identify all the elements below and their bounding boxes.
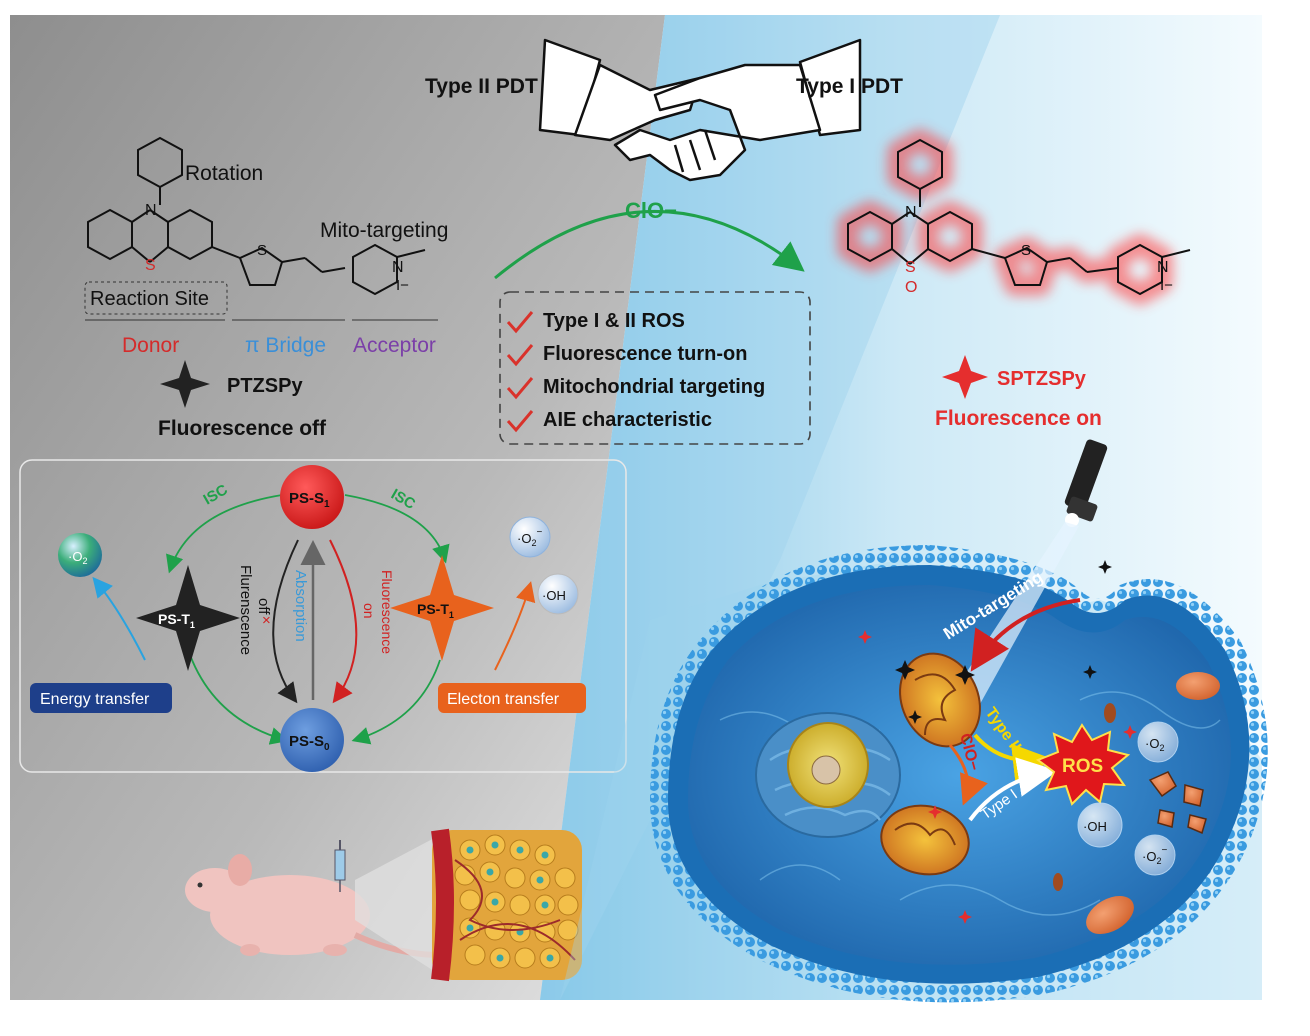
energy-transfer-pill: [30, 683, 172, 713]
type1-arrow: [968, 757, 1058, 822]
mito-targeting-arrow: [970, 598, 1081, 672]
fluor-on-line1: Fluorescence: [379, 570, 395, 654]
energy-transfer-label: Energy transfer: [40, 691, 150, 708]
cell-interior: [688, 585, 1231, 965]
feature-checks: [506, 311, 534, 433]
hydroxyl-label: ·OH: [542, 588, 566, 603]
damaged-mitochondria: [1148, 771, 1207, 835]
t1-right-to-s0-arrow: [351, 659, 441, 745]
isc-right-arrow: [344, 494, 450, 564]
right-atom-n: N: [905, 204, 917, 221]
fluorescence-on-arrow: [329, 539, 358, 704]
mitochondrion-lower: [880, 804, 970, 876]
ros-label: ROS: [1062, 756, 1103, 777]
cell-superoxide-label: ·O2−: [1142, 845, 1167, 866]
fluorescence-on-label: Fluorescence on: [935, 407, 1102, 430]
right-atom-s: S: [905, 259, 916, 276]
sparkle-stars: [895, 560, 1112, 724]
left-atom-s: S: [145, 257, 156, 274]
superoxide-bubble: [509, 516, 551, 558]
clo-oxidation-arrow: [948, 744, 988, 806]
feature-item-1: Fluorescence turn-on: [543, 343, 747, 365]
ps-t1-right-label: PS-T1: [417, 601, 454, 620]
singlet-oxygen-bubble: [58, 533, 102, 577]
right-atom-s-thiophene: S: [1021, 242, 1031, 259]
red-star-icon: [942, 355, 988, 399]
feature-item-3: AIE characteristic: [543, 409, 712, 431]
energy-transfer-arrow: [92, 576, 146, 661]
right-atom-n-plus: N: [1157, 259, 1169, 276]
type2-pdt-label: Type II PDT: [425, 75, 538, 98]
ps-t1-left-node: [136, 565, 240, 671]
absorption-label: Absorption: [292, 570, 309, 642]
cell-superoxide-bubble: [1134, 834, 1176, 876]
cell-singlet-oxygen-bubble: [1137, 721, 1179, 763]
superoxide-label: ·O2−: [517, 527, 542, 548]
hydroxyl-bubble: [537, 573, 579, 615]
electron-transfer-pill: [438, 683, 586, 713]
fluorescence-off-label: Fluorescence off: [158, 417, 327, 440]
ros-burst-icon: [1035, 723, 1131, 806]
dark-star-icon: [160, 360, 210, 408]
organelle-blob-1: [1176, 672, 1220, 700]
electron-transfer-label: Electon transfer: [447, 691, 560, 708]
organelle-blob-3: [1104, 703, 1116, 723]
right-counterion: I−: [1160, 277, 1173, 294]
rotation-label: Rotation: [185, 162, 263, 185]
ps-s1-node: [280, 465, 344, 529]
clo-arrow-label: ClO−: [625, 198, 677, 223]
zoom-cone: [355, 835, 440, 975]
feature-item-0: Type I & II ROS: [543, 310, 685, 332]
cell-hydroxyl-label: ·OH: [1083, 819, 1107, 834]
nucleus: [755, 712, 901, 838]
nonrad-arrow: [272, 539, 299, 704]
left-counterion: I−: [396, 277, 409, 294]
fluor-on-line2: on: [361, 603, 377, 619]
right-atom-o: O: [905, 279, 917, 296]
ps-t1-right-node: [390, 555, 494, 661]
feature-item-2: Mitochondrial targeting: [543, 376, 765, 398]
fluor-off-line2: off: [255, 598, 272, 615]
syringe-icon: [334, 840, 346, 892]
ps-s0-label: PS-S0: [289, 733, 330, 753]
singlet-oxygen-label: ·O2: [68, 549, 87, 566]
ps-s1-label: PS-S1: [289, 490, 330, 510]
red-sparkle-stars: [858, 630, 1137, 924]
mito-targeting-label: Mito-targeting: [320, 219, 448, 242]
t1-left-to-s0-arrow: [189, 654, 289, 745]
pi-bridge-label: π Bridge: [245, 334, 326, 357]
reaction-site-box: [84, 281, 228, 315]
tumor-tissue: [431, 828, 582, 982]
sptzspy-structure: [847, 138, 1191, 296]
sptzspy-name: SPTZSPy: [997, 368, 1087, 390]
electron-transfer-arrow: [494, 581, 536, 671]
reaction-site-label: Reaction Site: [90, 288, 209, 310]
cell-hydroxyl-bubble: [1077, 802, 1123, 848]
mouse-illustration: [185, 854, 481, 958]
jablonski-box: [19, 459, 627, 773]
isc-left-arrow: [166, 494, 283, 574]
left-atom-s-thiophene: S: [257, 242, 267, 259]
blocked-mark-icon: ×: [262, 612, 271, 629]
fluor-off-line1: Flurenscence: [237, 565, 254, 655]
type1-pdt-label: Type I PDT: [796, 75, 903, 98]
ps-t1-left-label: PS-T1: [158, 611, 195, 630]
donor-label: Donor: [122, 334, 179, 357]
ps-s0-node: [280, 708, 344, 772]
organelle-blob-4: [1053, 873, 1063, 891]
cell-singlet-oxygen-label: ·O2: [1145, 736, 1164, 753]
ptzspy-name: PTZSPy: [227, 375, 303, 397]
ptzspy-structure: [87, 136, 426, 296]
organelle-blob-2: [1086, 896, 1134, 934]
acceptor-label: Acceptor: [353, 334, 436, 357]
left-atom-n: N: [145, 202, 157, 219]
clo-conversion-arrow: [494, 210, 805, 280]
handshake-icon: [538, 38, 862, 182]
left-atom-n-plus: N: [392, 259, 404, 276]
